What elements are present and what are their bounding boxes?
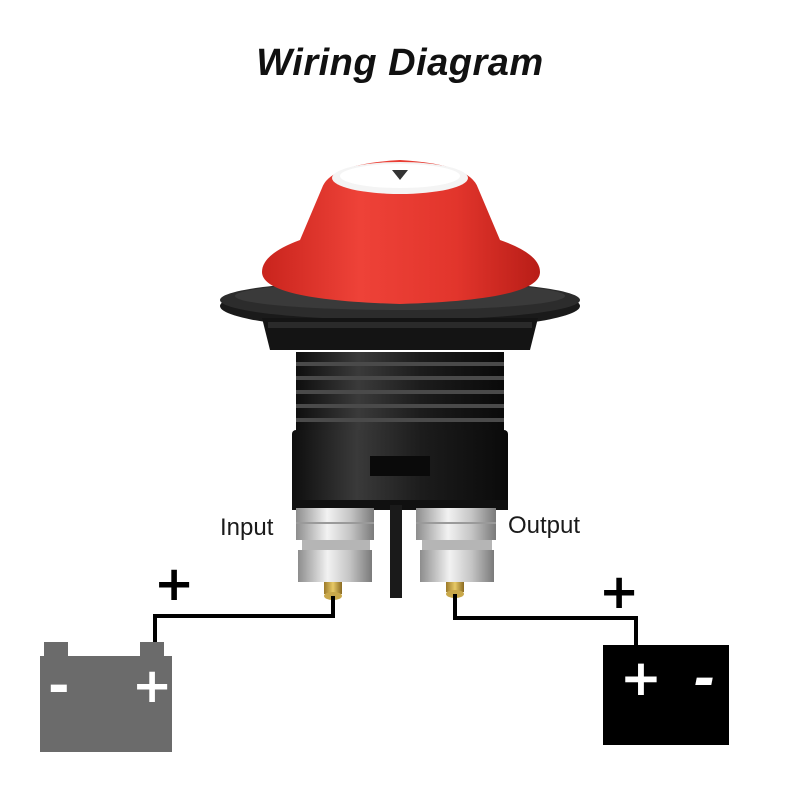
output-plus-sign: + [599, 564, 640, 620]
arrow-indicator-icon [392, 170, 408, 180]
battery-left-neg-sign: - [48, 656, 70, 716]
center-tab [390, 505, 402, 598]
diagram-title: Wiring Diagram [256, 42, 544, 84]
output-label: Output [508, 512, 581, 539]
output-wire [453, 594, 638, 645]
output-terminal [416, 508, 496, 598]
battery-left-pos-sign: + [132, 658, 173, 714]
battery-left-neg-post [44, 642, 68, 658]
input-terminal [296, 508, 374, 600]
battery-right [603, 645, 729, 745]
battery-left [40, 642, 172, 752]
battery-left-pos-post [140, 642, 164, 658]
input-wire [153, 596, 335, 648]
battery-right-neg-sign: - [694, 649, 716, 709]
input-plus-sign: + [154, 556, 195, 612]
switch-knob [262, 160, 540, 304]
battery-switch [220, 160, 580, 600]
battery-left-case [40, 662, 172, 752]
battery-right-case [603, 645, 729, 745]
threaded-barrel [296, 352, 504, 432]
input-label: Input [220, 514, 274, 541]
battery-right-pos-sign: + [620, 649, 662, 707]
